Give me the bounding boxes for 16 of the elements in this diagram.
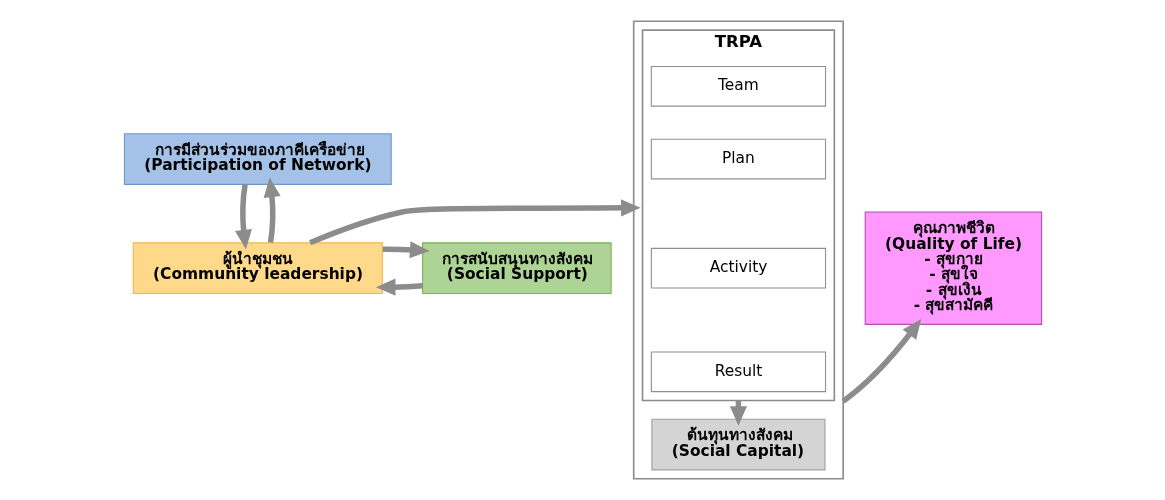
node-box: คุณภาพชีวิต (Quality of Life) - สุขกาย - สุขใจ - สุขเงิน - สุขสามัคคี: [864, 211, 1042, 325]
node-box: ผู้นำชุมชน (Community leadership): [132, 242, 383, 295]
node-box: Result: [650, 351, 826, 393]
node-box: Plan: [650, 138, 826, 180]
node-box: การสนับสนุนทางสังคม (Social Support): [421, 242, 612, 295]
node-box: ต้นทุนทางสังคม (Social Capital): [650, 418, 825, 471]
node-box: Team: [650, 65, 826, 107]
node-box: การมีส่วนร่วมของภาคีเครือข่าย (Participation of Network): [123, 133, 392, 185]
arrow: [308, 199, 641, 246]
arrow: [375, 278, 423, 296]
arrow: [841, 319, 921, 404]
arrow: [263, 177, 281, 243]
cluster: [632, 20, 844, 480]
arrow: [382, 241, 429, 259]
node-box: Activity: [650, 247, 826, 289]
arrow: [234, 184, 252, 250]
